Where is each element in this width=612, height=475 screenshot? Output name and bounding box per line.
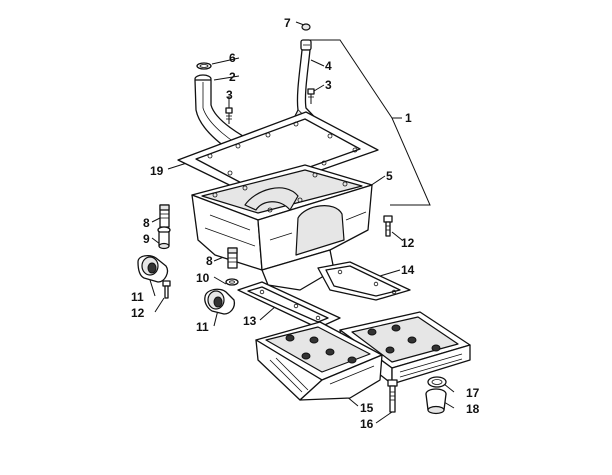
callout-19: 19 <box>150 164 164 178</box>
callout-3: 3 <box>325 78 332 92</box>
part-11-sensor-left <box>137 255 169 283</box>
callout-11: 11 <box>131 290 144 304</box>
callout-8: 8 <box>206 254 213 268</box>
part-8-plug-center <box>227 247 238 269</box>
part-19-upper-gasket <box>177 111 379 196</box>
callout-12: 12 <box>131 306 145 320</box>
part-7-cap <box>301 23 311 31</box>
callout-8: 8 <box>143 216 150 230</box>
callout-15: 15 <box>360 401 374 415</box>
part-11-sensor-center <box>204 288 236 315</box>
part-16-bolt <box>387 379 398 413</box>
callout-14: 14 <box>401 263 415 277</box>
callout-13: 13 <box>243 314 257 328</box>
callout-17: 17 <box>466 386 480 400</box>
part-15-lower-housing-left <box>255 321 383 401</box>
part-13-gasket <box>237 281 341 329</box>
callout-9: 9 <box>143 232 150 246</box>
part-9-washer-left <box>157 226 171 250</box>
part-3-screw-right <box>307 88 315 104</box>
part-3-screw-left <box>225 107 233 124</box>
part-6-o-ring <box>196 62 212 70</box>
callout-3: 3 <box>226 88 233 102</box>
callout-18: 18 <box>466 402 480 416</box>
part-5-oil-pan <box>191 164 373 291</box>
part-14-gasket <box>317 261 411 301</box>
callout-10: 10 <box>196 271 210 285</box>
callout-16: 16 <box>360 417 374 431</box>
callout-1: 1 <box>405 111 412 125</box>
callout-2: 2 <box>229 70 236 84</box>
callout-4: 4 <box>325 59 332 73</box>
part-8-plug-left <box>159 204 170 228</box>
callout-6: 6 <box>229 51 236 65</box>
part-10-washer-center <box>225 278 239 286</box>
part-17-o-ring <box>427 376 447 388</box>
callout-7: 7 <box>284 16 291 30</box>
callout-12: 12 <box>401 236 415 250</box>
callout-labels: 7 6 2 3 4 3 1 19 5 8 9 12 8 10 14 11 12 … <box>131 16 480 431</box>
part-12-screw-left <box>162 280 171 299</box>
callout-11: 11 <box>196 320 209 334</box>
callout-5: 5 <box>386 169 393 183</box>
part-18-fitting <box>425 388 447 415</box>
part-12-screw-right <box>383 215 393 237</box>
